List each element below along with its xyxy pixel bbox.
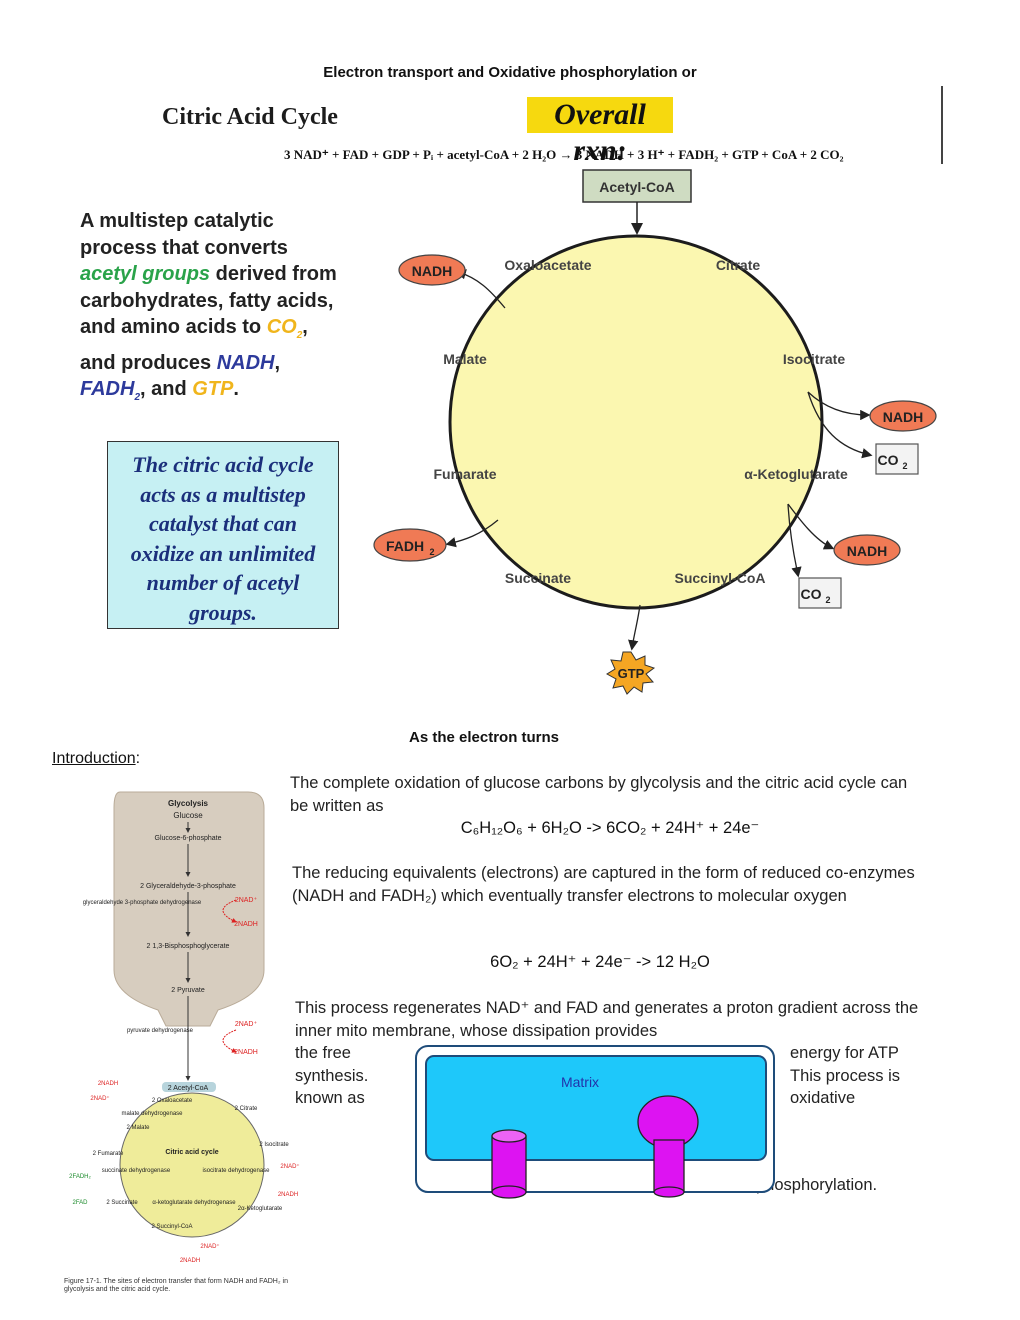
svg-text:2: 2 — [902, 461, 907, 471]
paragraph-wrap-left: the free synthesis. known as — [295, 1044, 369, 1107]
matrix-region — [425, 1055, 767, 1161]
svg-text:2 Malate: 2 Malate — [126, 1125, 150, 1131]
matrix-label: Matrix — [561, 1074, 599, 1090]
glycolysis-cac-figure: Glycolysis Glucose Glucose-6-phosphate 2… — [69, 791, 300, 1264]
nadh-badge-isocitrate — [869, 400, 937, 432]
svg-text:Glucose-6-phosphate: Glucose-6-phosphate — [155, 835, 222, 842]
svg-text:isocitrate dehydrogenase: isocitrate dehydrogenase — [202, 1168, 270, 1174]
svg-text:pyruvate dehydrogenase: pyruvate dehydrogenase — [127, 1028, 194, 1034]
glucose-oxidation-equation: C₆H₁₂O₆ + 6H₂O -> 6CO₂ + 24H⁺ + 24e⁻ — [460, 819, 760, 837]
channel-protein — [491, 1135, 527, 1193]
fumarate-label: Fumarate — [433, 466, 496, 482]
svg-text:2: 2 — [429, 547, 434, 557]
nadh-badge-ketoglutarate — [833, 534, 901, 566]
citric-acid-cycle-diagram: Acetyl-CoA Oxaloacetate Citrate Isocitra… — [373, 169, 937, 695]
figure-caption: Figure 17-1. The sites of electron trans… — [64, 1278, 288, 1293]
paragraph-oxidation: The complete oxidation of glucose carbon… — [290, 774, 908, 815]
svg-text:Citric acid cycle: Citric acid cycle — [165, 1149, 218, 1156]
svg-text:2 Pyruvate: 2 Pyruvate — [171, 987, 205, 994]
introduction-heading: Introduction: — [52, 750, 141, 767]
atp-synthase-stalk — [653, 1139, 685, 1193]
svg-text:2 Succinate: 2 Succinate — [106, 1200, 138, 1206]
paragraph-end: phosphorylation. — [756, 1176, 878, 1194]
acetyl-coa-label: Acetyl-CoA — [599, 179, 674, 195]
section-title: As the electron turns — [409, 729, 560, 746]
svg-text:NADH: NADH — [883, 409, 923, 425]
svg-text:2α-Ketoglutarate: 2α-Ketoglutarate — [238, 1206, 283, 1212]
svg-text:2NAD⁺: 2NAD⁺ — [235, 897, 258, 904]
svg-text:2NADH: 2NADH — [180, 1258, 200, 1264]
overall-reaction-equation: 3 NAD⁺ + FAD + GDP + Pᵢ + acetyl-CoA + 2… — [284, 147, 844, 162]
svg-text:Glucose: Glucose — [173, 811, 203, 820]
svg-text:2 Isocitrate: 2 Isocitrate — [259, 1142, 289, 1148]
overall-reaction-label: Overall rxn: — [527, 97, 673, 167]
svg-text:2NADH: 2NADH — [234, 1049, 258, 1056]
svg-text:2NAD⁺: 2NAD⁺ — [235, 1021, 258, 1028]
svg-text:malate dehydrogenase: malate dehydrogenase — [121, 1111, 183, 1117]
svg-text:NADH: NADH — [847, 543, 887, 559]
multistep-description: A multistep catalytic process that conve… — [80, 210, 337, 403]
svg-text:α-ketoglutarate dehydrogenase: α-ketoglutarate dehydrogenase — [152, 1200, 236, 1206]
svg-text:2NAD⁺: 2NAD⁺ — [200, 1243, 219, 1250]
svg-text:GTP: GTP — [618, 666, 645, 681]
svg-text:Glycolysis: Glycolysis — [168, 799, 209, 808]
paragraph-reducing-equivalents: The reducing equivalents (electrons) are… — [292, 864, 915, 905]
svg-text:2 1,3-Bisphosphoglycerate: 2 1,3-Bisphosphoglycerate — [147, 943, 230, 950]
citrate-label: Citrate — [716, 257, 761, 273]
svg-text:CO: CO — [878, 452, 899, 468]
svg-text:NADH: NADH — [412, 263, 452, 279]
svg-text:2NADH: 2NADH — [98, 1081, 118, 1087]
gtp-badge — [606, 651, 656, 695]
cycle-circle — [448, 234, 824, 610]
page-title: Electron transport and Oxidative phospho… — [323, 64, 697, 81]
svg-text:2 Fumarate: 2 Fumarate — [93, 1151, 124, 1157]
divider-line — [941, 86, 943, 164]
svg-text:2 Glyceraldehyde-3-phosphate: 2 Glyceraldehyde-3-phosphate — [140, 883, 236, 890]
succinate-label: Succinate — [505, 570, 571, 586]
acetyl-coa-box — [582, 169, 692, 203]
ketoglutarate-label: α-Ketoglutarate — [744, 466, 848, 482]
co2-box-isocitrate — [875, 443, 919, 475]
svg-text:2 Citrate: 2 Citrate — [235, 1106, 258, 1112]
svg-text:2 Oxaloacetate: 2 Oxaloacetate — [152, 1098, 193, 1104]
malate-label: Malate — [443, 351, 487, 367]
oxygen-reduction-equation: 6O₂ + 24H⁺ + 24e⁻ -> 12 H₂O — [490, 953, 710, 971]
svg-text:2FADH₂: 2FADH₂ — [69, 1174, 91, 1180]
svg-text:succinate dehydrogenase: succinate dehydrogenase — [102, 1168, 171, 1174]
svg-text:glyceraldehyde 3-phosphate deh: glyceraldehyde 3-phosphate dehydrogenase — [83, 900, 202, 906]
svg-text:2NADH: 2NADH — [278, 1192, 298, 1198]
oxaloacetate-label: Oxaloacetate — [504, 257, 591, 273]
paragraph-regeneration: This process regenerates NAD⁺ and FAD an… — [295, 999, 919, 1040]
succinyl-coa-label: Succinyl-CoA — [674, 570, 765, 586]
membrane-diagram: Matrix — [415, 1045, 775, 1199]
catalyst-note-box: The citric acid cycle acts as a multiste… — [107, 441, 339, 629]
svg-text:2NADH: 2NADH — [234, 921, 258, 928]
svg-text:2 Succinyl-CoA: 2 Succinyl-CoA — [151, 1224, 192, 1230]
svg-text:2NAD⁺: 2NAD⁺ — [90, 1095, 109, 1102]
citric-acid-cycle-title: Citric Acid Cycle — [162, 104, 338, 130]
nadh-badge-malate — [398, 254, 466, 286]
svg-text:2NAD⁺: 2NAD⁺ — [280, 1163, 299, 1170]
svg-text:CO: CO — [801, 586, 822, 602]
co2-box-ketoglutarate — [798, 577, 842, 609]
paragraph-wrap-right: energy for ATP This process is oxidative — [790, 1044, 901, 1107]
svg-text:2: 2 — [825, 595, 830, 605]
svg-text:2 Acetyl-CoA: 2 Acetyl-CoA — [168, 1085, 209, 1092]
svg-text:2FAD: 2FAD — [72, 1200, 88, 1206]
fadh2-badge — [373, 528, 447, 562]
svg-text:FADH: FADH — [386, 538, 424, 554]
isocitrate-label: Isocitrate — [783, 351, 845, 367]
